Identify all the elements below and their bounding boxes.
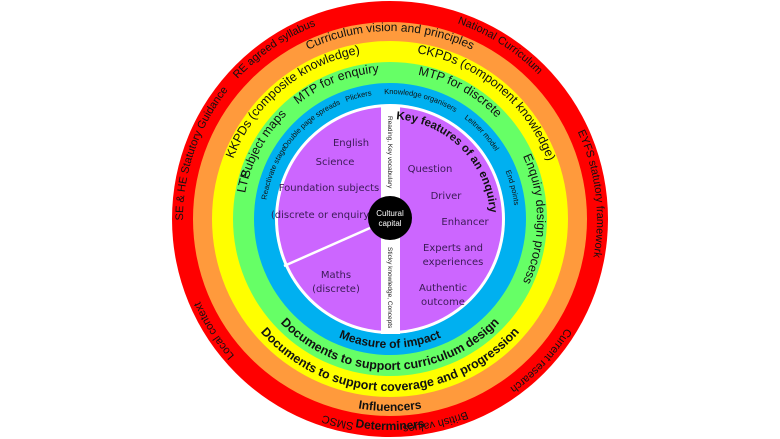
enquiry-experiences: experiences bbox=[423, 257, 484, 268]
band-sticky-knowledge: Sticky knowledge, Concepts bbox=[386, 247, 393, 329]
enquiry-driver: Driver bbox=[431, 191, 463, 202]
enquiry-enhancer: Enhancer bbox=[441, 217, 489, 228]
cultural-capital-circle bbox=[368, 196, 412, 240]
core-maths: Maths bbox=[321, 270, 351, 281]
green-label-ltp: LTP bbox=[234, 169, 253, 194]
enquiry-question: Question bbox=[408, 164, 453, 175]
core-foundation-subjects: Foundation subjects bbox=[279, 183, 379, 194]
cultural-capital-line1: Cultural bbox=[376, 209, 404, 218]
red-label-determiners: Determiners bbox=[355, 416, 426, 433]
core-discrete-or-enquiry: (discrete or enquiry) bbox=[271, 210, 373, 221]
core-science: Science bbox=[316, 157, 355, 168]
enquiry-outcome: outcome bbox=[421, 297, 465, 308]
core-english: English bbox=[333, 138, 369, 149]
core-maths-discrete: (discrete) bbox=[312, 284, 360, 295]
cultural-capital-line2: capital bbox=[378, 219, 401, 228]
core-divider-line bbox=[283, 226, 371, 268]
enquiry-experts: Experts and bbox=[423, 243, 483, 254]
band-reading-vocabulary: Reading, Key vocabulary bbox=[386, 116, 393, 189]
enquiry-authentic: Authentic bbox=[419, 283, 467, 294]
orange-label-influencers: Influencers bbox=[358, 397, 423, 414]
